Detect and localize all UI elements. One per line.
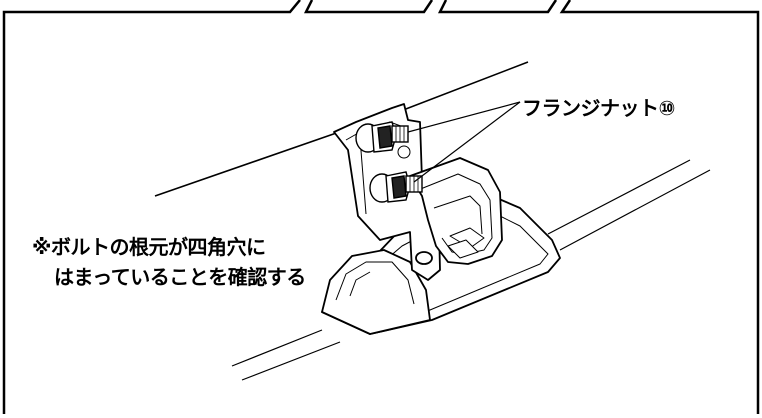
note-line-2: はまっていることを確認する bbox=[54, 265, 306, 289]
flange-nut-label: フランジナット⑩ bbox=[522, 96, 675, 120]
callout-leader-lines bbox=[407, 101, 521, 183]
roof-rail bbox=[231, 159, 711, 381]
flange-nut-upper bbox=[355, 121, 409, 153]
flange-nut-lower bbox=[369, 171, 423, 203]
note-line-1: ※ボルトの根元が四角穴に bbox=[32, 235, 266, 259]
roof-edge-line bbox=[154, 61, 529, 197]
bolt-check-note: ※ボルトの根元が四角穴に はまっていることを確認する bbox=[32, 232, 306, 292]
